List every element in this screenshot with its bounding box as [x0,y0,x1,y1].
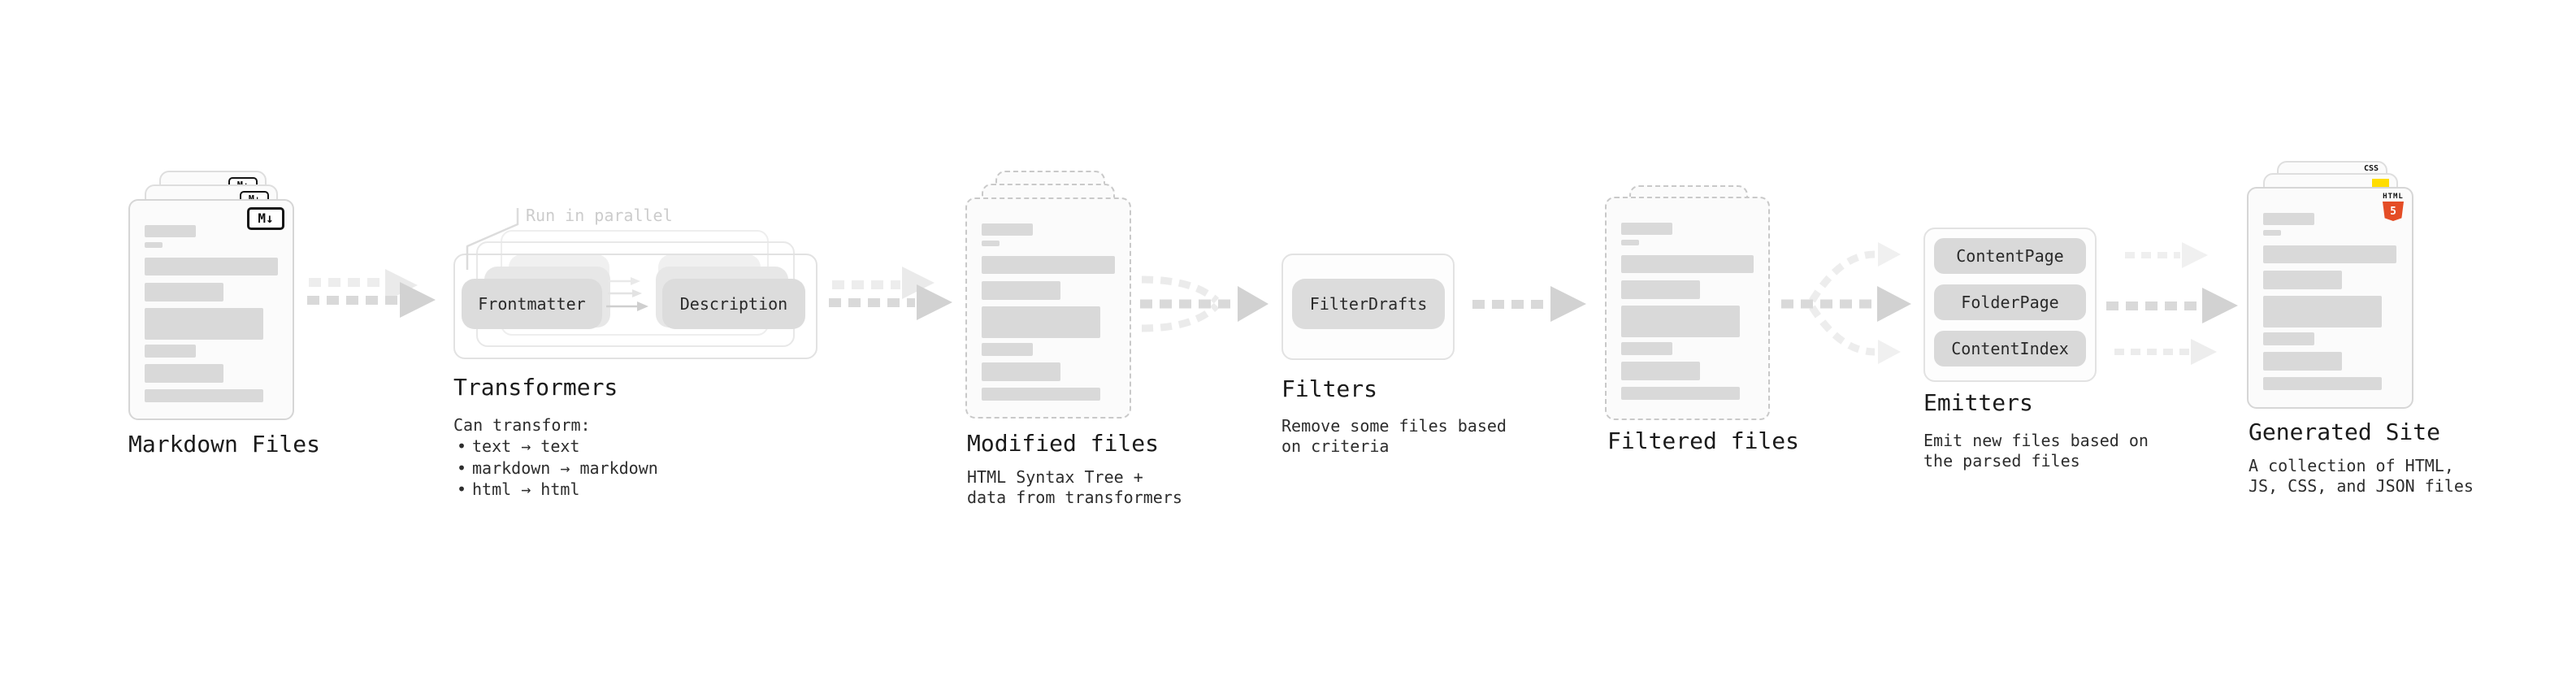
emitters-caption-1: Emit new files based on [1923,431,2149,450]
list-item: text → text [453,436,658,458]
document-skeleton [982,223,1115,401]
transformers-title: Transformers [453,374,618,401]
flow-arrow-top-head [2182,242,2208,268]
filters-caption-2: on criteria [1281,436,1390,456]
html5-icon: HTML 5 [2381,193,2405,221]
markdown-file-card-front: M↓ [128,199,294,420]
frontmatter-transformer: Frontmatter [462,279,602,329]
description-label: Description [679,294,788,314]
generated-site-caption-1: A collection of HTML, [2249,456,2454,475]
document-skeleton [1621,223,1754,400]
contentpage-emitter: ContentPage [1934,238,2086,274]
folderpage-emitter: FolderPage [1934,284,2086,320]
description-transformer: Description [662,279,805,329]
list-item: html → html [453,479,658,501]
js-icon [2372,179,2389,189]
arrow-modified-to-filters [1140,275,1268,332]
flow-arrow [1472,300,1547,309]
filtered-file-card-front [1605,197,1770,420]
flow-arrow-head [1550,286,1586,322]
transformer-layer-front [453,254,817,359]
emitters-caption-2: the parsed files [1923,451,2080,471]
markdown-files-title: Markdown Files [128,431,321,458]
document-skeleton [145,225,278,402]
filters-caption-1: Remove some files based [1281,416,1507,436]
transformers-caption-heading: Can transform: [453,415,591,435]
modified-file-card-front [965,197,1131,419]
run-in-parallel-note: Run in parallel [526,206,673,225]
markdown-icon: M↓ [247,207,284,230]
flow-arrow-bottom-head [2191,339,2217,365]
contentindex-emitter: ContentIndex [1934,331,2086,367]
filterdrafts-label: FilterDrafts [1309,294,1428,314]
frontmatter-label: Frontmatter [478,294,586,314]
emitters-title: Emitters [1923,389,2033,416]
filters-title: Filters [1281,375,1378,402]
filtered-files-title: Filtered files [1607,427,1800,454]
parallel-step-arrows-icon [606,277,648,311]
generated-site-caption-2: JS, CSS, and JSON files [2249,476,2474,496]
contentindex-label: ContentIndex [1951,339,2069,358]
modified-files-caption-1: HTML Syntax Tree + [967,467,1143,487]
generated-file-card-html: HTML 5 [2247,187,2413,409]
modified-files-caption-2: data from transformers [967,488,1182,507]
flow-arrow-middle-head [2202,288,2238,323]
transformers-capability-list: text → text markdown → markdown html → h… [453,436,658,501]
contentpage-label: ContentPage [1956,246,2064,266]
list-item: markdown → markdown [453,458,658,479]
filterdrafts-filter: FilterDrafts [1292,279,1445,329]
generated-site-title: Generated Site [2249,419,2441,445]
flow-arrow-top [2125,252,2180,258]
folderpage-label: FolderPage [1961,293,2059,312]
flow-arrow-bottom [2114,349,2189,355]
modified-files-title: Modified files [967,430,1160,457]
flow-arrow-middle [2106,301,2201,310]
document-skeleton [2263,213,2397,390]
arrow-filtered-to-emitters [1781,242,1911,364]
callout-line [466,208,519,270]
